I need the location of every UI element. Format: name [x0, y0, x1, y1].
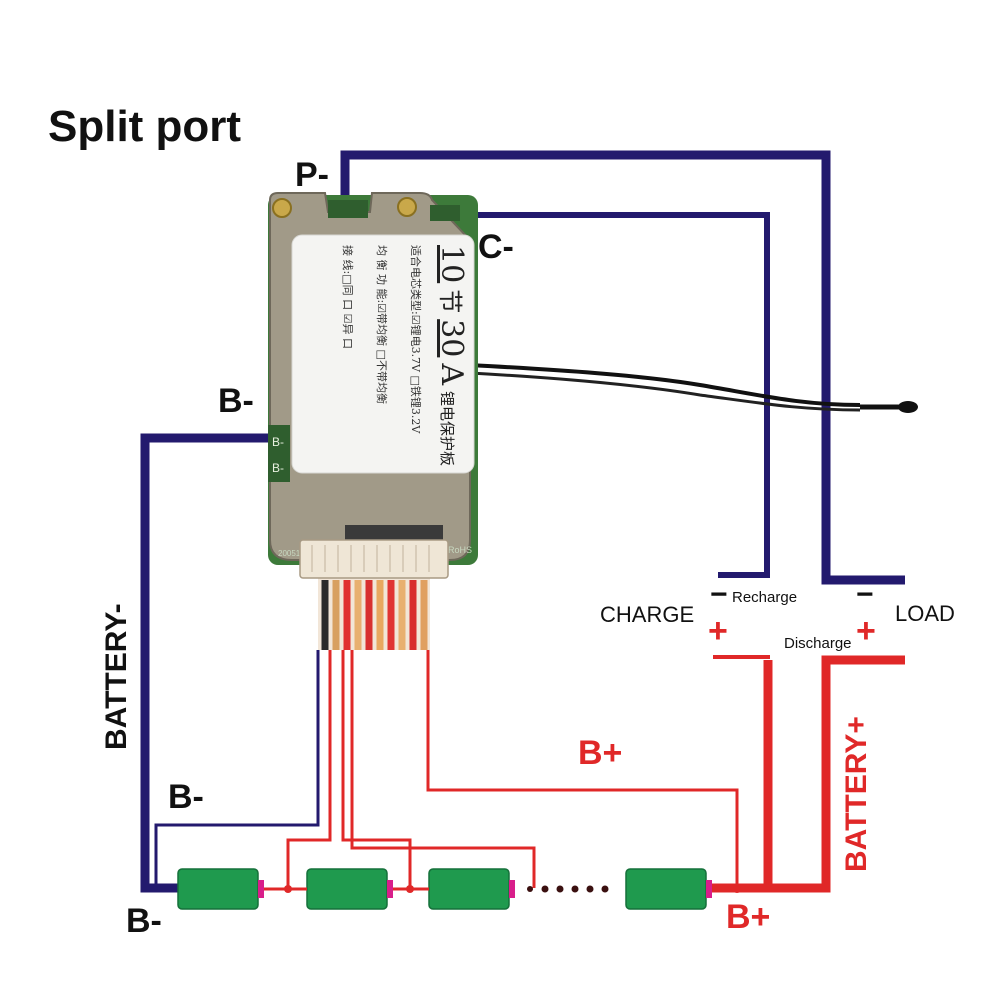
p-minus-label: P-	[295, 156, 329, 194]
c-minus-wire	[452, 212, 770, 578]
board-code: 20051	[278, 549, 301, 558]
junction-dot	[284, 885, 292, 893]
p-minus-pad	[328, 200, 368, 218]
b-minus-bottom-label: B-	[126, 902, 162, 940]
board-label	[291, 234, 475, 474]
charge-label: CHARGE	[600, 602, 694, 627]
b-plus-middle-label: B+	[578, 734, 622, 772]
junction-dot	[733, 885, 741, 893]
c-minus-label: C-	[478, 228, 514, 266]
battery-cell-2	[306, 868, 393, 910]
board-pad-b2: B-	[272, 461, 284, 475]
p-minus-wire	[340, 150, 905, 585]
b-minus-main-wire	[140, 433, 282, 893]
battery-cell-3	[428, 868, 515, 910]
cell-continuation-dots	[527, 885, 609, 893]
board-spec-cells: 10 节 30A 锂电保护板	[434, 245, 469, 466]
balance-connector-icon	[299, 525, 449, 579]
balance-tap-3	[350, 650, 536, 888]
battery-cell-n	[625, 868, 712, 910]
junction-dot	[406, 885, 414, 893]
thermistor-probe-icon	[469, 363, 918, 413]
battery-minus-label: BATTERY-	[100, 603, 133, 750]
battery-plus-label: BATTERY+	[840, 716, 873, 872]
recharge-label: Recharge	[732, 589, 797, 606]
b-plus-bus	[712, 655, 905, 893]
battery-cell-1	[177, 868, 264, 910]
negative-wires	[140, 150, 905, 893]
board-row-cell-type: 适合电芯类型:☑锂电3.7V □铁锂3.2V	[409, 245, 423, 434]
balance-tap-1	[286, 650, 332, 888]
screw-icon	[272, 198, 292, 218]
bms-board: B- B- 10 节 30A 锂电保护板 适合电芯类型:☑锂电3.7V □铁锂3.2V…	[268, 192, 478, 579]
battery-string	[177, 868, 741, 910]
discharge-label: Discharge	[784, 635, 852, 652]
screw-icon	[397, 197, 417, 217]
diagram-title: Split port	[48, 102, 241, 151]
board-product-name: 锂电保护板	[438, 391, 456, 466]
board-cells: 10	[434, 245, 469, 283]
board-current-unit: A	[434, 362, 469, 385]
board-brand: RoHS	[448, 545, 472, 555]
board-row-balance: 均 衡 功 能:☑带均衡 □不带均衡	[375, 245, 389, 404]
load-label: LOAD	[895, 601, 955, 626]
b-plus-sense-wire	[426, 650, 739, 888]
b-minus-balance-wire	[154, 650, 320, 886]
positive-wires	[286, 650, 905, 893]
charge-plus-sign: +	[708, 612, 728, 650]
b-plus-bottom-label: B+	[726, 898, 770, 936]
b-minus-board-label: B-	[218, 382, 254, 420]
balance-tap-2	[341, 650, 412, 888]
labels: Split port P- C- B- B- B- BATTERY- BATTE…	[48, 102, 955, 940]
load-minus-sign: −	[856, 578, 874, 611]
board-row-wiring: 接 线:□同 口 ☑异 口	[341, 245, 355, 349]
charge-minus-sign: −	[710, 578, 728, 611]
board-pad-b1: B-	[272, 435, 284, 449]
balance-harness	[318, 578, 430, 650]
board-current: 30	[434, 319, 469, 357]
board-cells-unit: 节	[436, 289, 464, 313]
b-minus-mid-label: B-	[168, 778, 204, 816]
c-minus-pad	[430, 205, 460, 221]
load-plus-sign: +	[856, 612, 876, 650]
